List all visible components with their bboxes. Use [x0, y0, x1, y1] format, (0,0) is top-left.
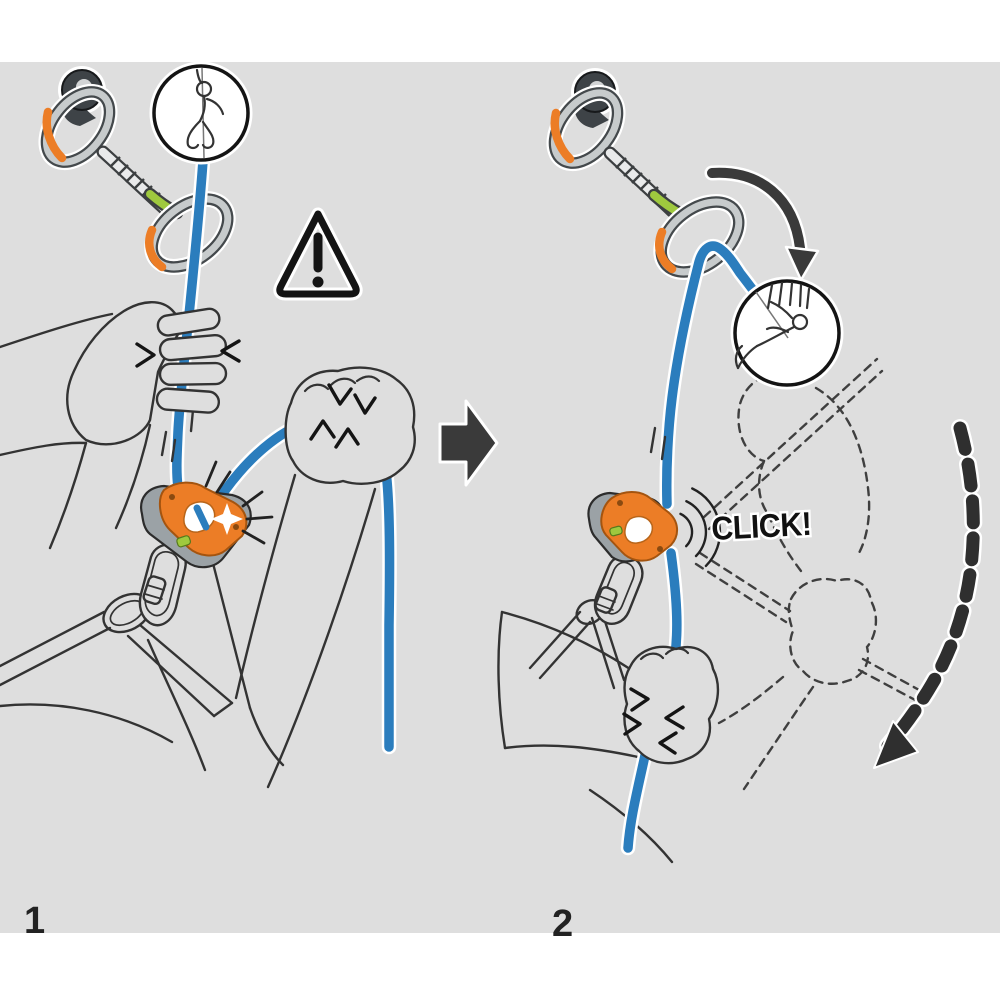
- harness-2: [528, 554, 644, 690]
- click-label: CLICK!: [710, 505, 812, 547]
- flash-icon: [204, 460, 274, 545]
- rope-slot-2: [624, 515, 654, 544]
- grip-marks-1: [309, 383, 377, 449]
- brake-hand-2: [622, 645, 720, 765]
- rope-shake-ticks-1: [160, 408, 195, 463]
- grip-marks-2: [622, 687, 685, 755]
- quickdraw-1: [38, 66, 236, 275]
- step-1-label: 1: [24, 900, 45, 942]
- ghost-belayer-dashed: [694, 357, 923, 791]
- climber-strand-2: [661, 241, 764, 509]
- quickdraw-2: [546, 68, 747, 280]
- finger: [156, 307, 221, 337]
- rope-shake-ticks-2: [649, 426, 667, 461]
- left-hand: [66, 301, 241, 446]
- belay-device-1: [140, 481, 252, 569]
- finger: [158, 361, 228, 387]
- screwgate-barrel-1: [142, 575, 167, 606]
- belay-device-2: [587, 491, 678, 563]
- harness-1: [0, 543, 234, 718]
- panel-1: [0, 61, 416, 789]
- pull-direction-dashed-arrow-icon: [873, 419, 983, 769]
- falling-climber-inset: [730, 276, 844, 390]
- belayer-body-outline-2: [497, 610, 674, 864]
- climbing-climber-icon: [186, 67, 225, 159]
- squeeze-marks-left-hand: [135, 339, 241, 368]
- climber-inset-1: [149, 61, 253, 165]
- warning-triangle-icon: [273, 207, 363, 301]
- step-arrow-icon: [438, 399, 499, 487]
- carabiner-grip-sleeve: [42, 107, 67, 163]
- step-2-label: 2: [552, 903, 573, 945]
- fall-arrow-icon: [704, 165, 820, 282]
- brake-hand-1: [284, 366, 416, 485]
- finger: [155, 387, 221, 414]
- click-sound-waves-icon: [679, 487, 722, 568]
- panel-2: CLICK!: [497, 68, 983, 864]
- falling-climber-icon: [734, 281, 811, 370]
- finger: [158, 333, 228, 362]
- locking-carabiner-1: [138, 543, 187, 627]
- locking-carabiner-2: [593, 554, 644, 625]
